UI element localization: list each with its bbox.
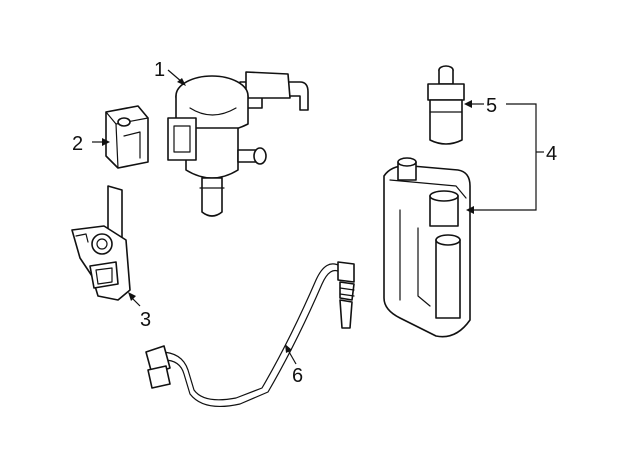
part-5-filter <box>427 65 465 145</box>
callout-3: 3 <box>140 309 151 331</box>
part-3-sensor <box>71 185 131 301</box>
leader-2 <box>92 138 110 146</box>
leader-1 <box>167 69 186 86</box>
part-2-bracket <box>105 105 149 169</box>
leader-6 <box>285 344 297 365</box>
callout-5: 5 <box>486 95 497 117</box>
leader-3 <box>128 292 141 307</box>
part-1-purge-valve <box>167 71 309 217</box>
part-6-sensor-lead <box>145 261 355 407</box>
leader-5 <box>464 100 484 108</box>
callout-6: 6 <box>292 365 303 387</box>
callout-1: 1 <box>154 59 165 81</box>
leader-4 <box>466 103 544 214</box>
part-4-canister <box>383 157 471 338</box>
callout-4: 4 <box>546 143 557 165</box>
callout-2: 2 <box>72 133 83 155</box>
